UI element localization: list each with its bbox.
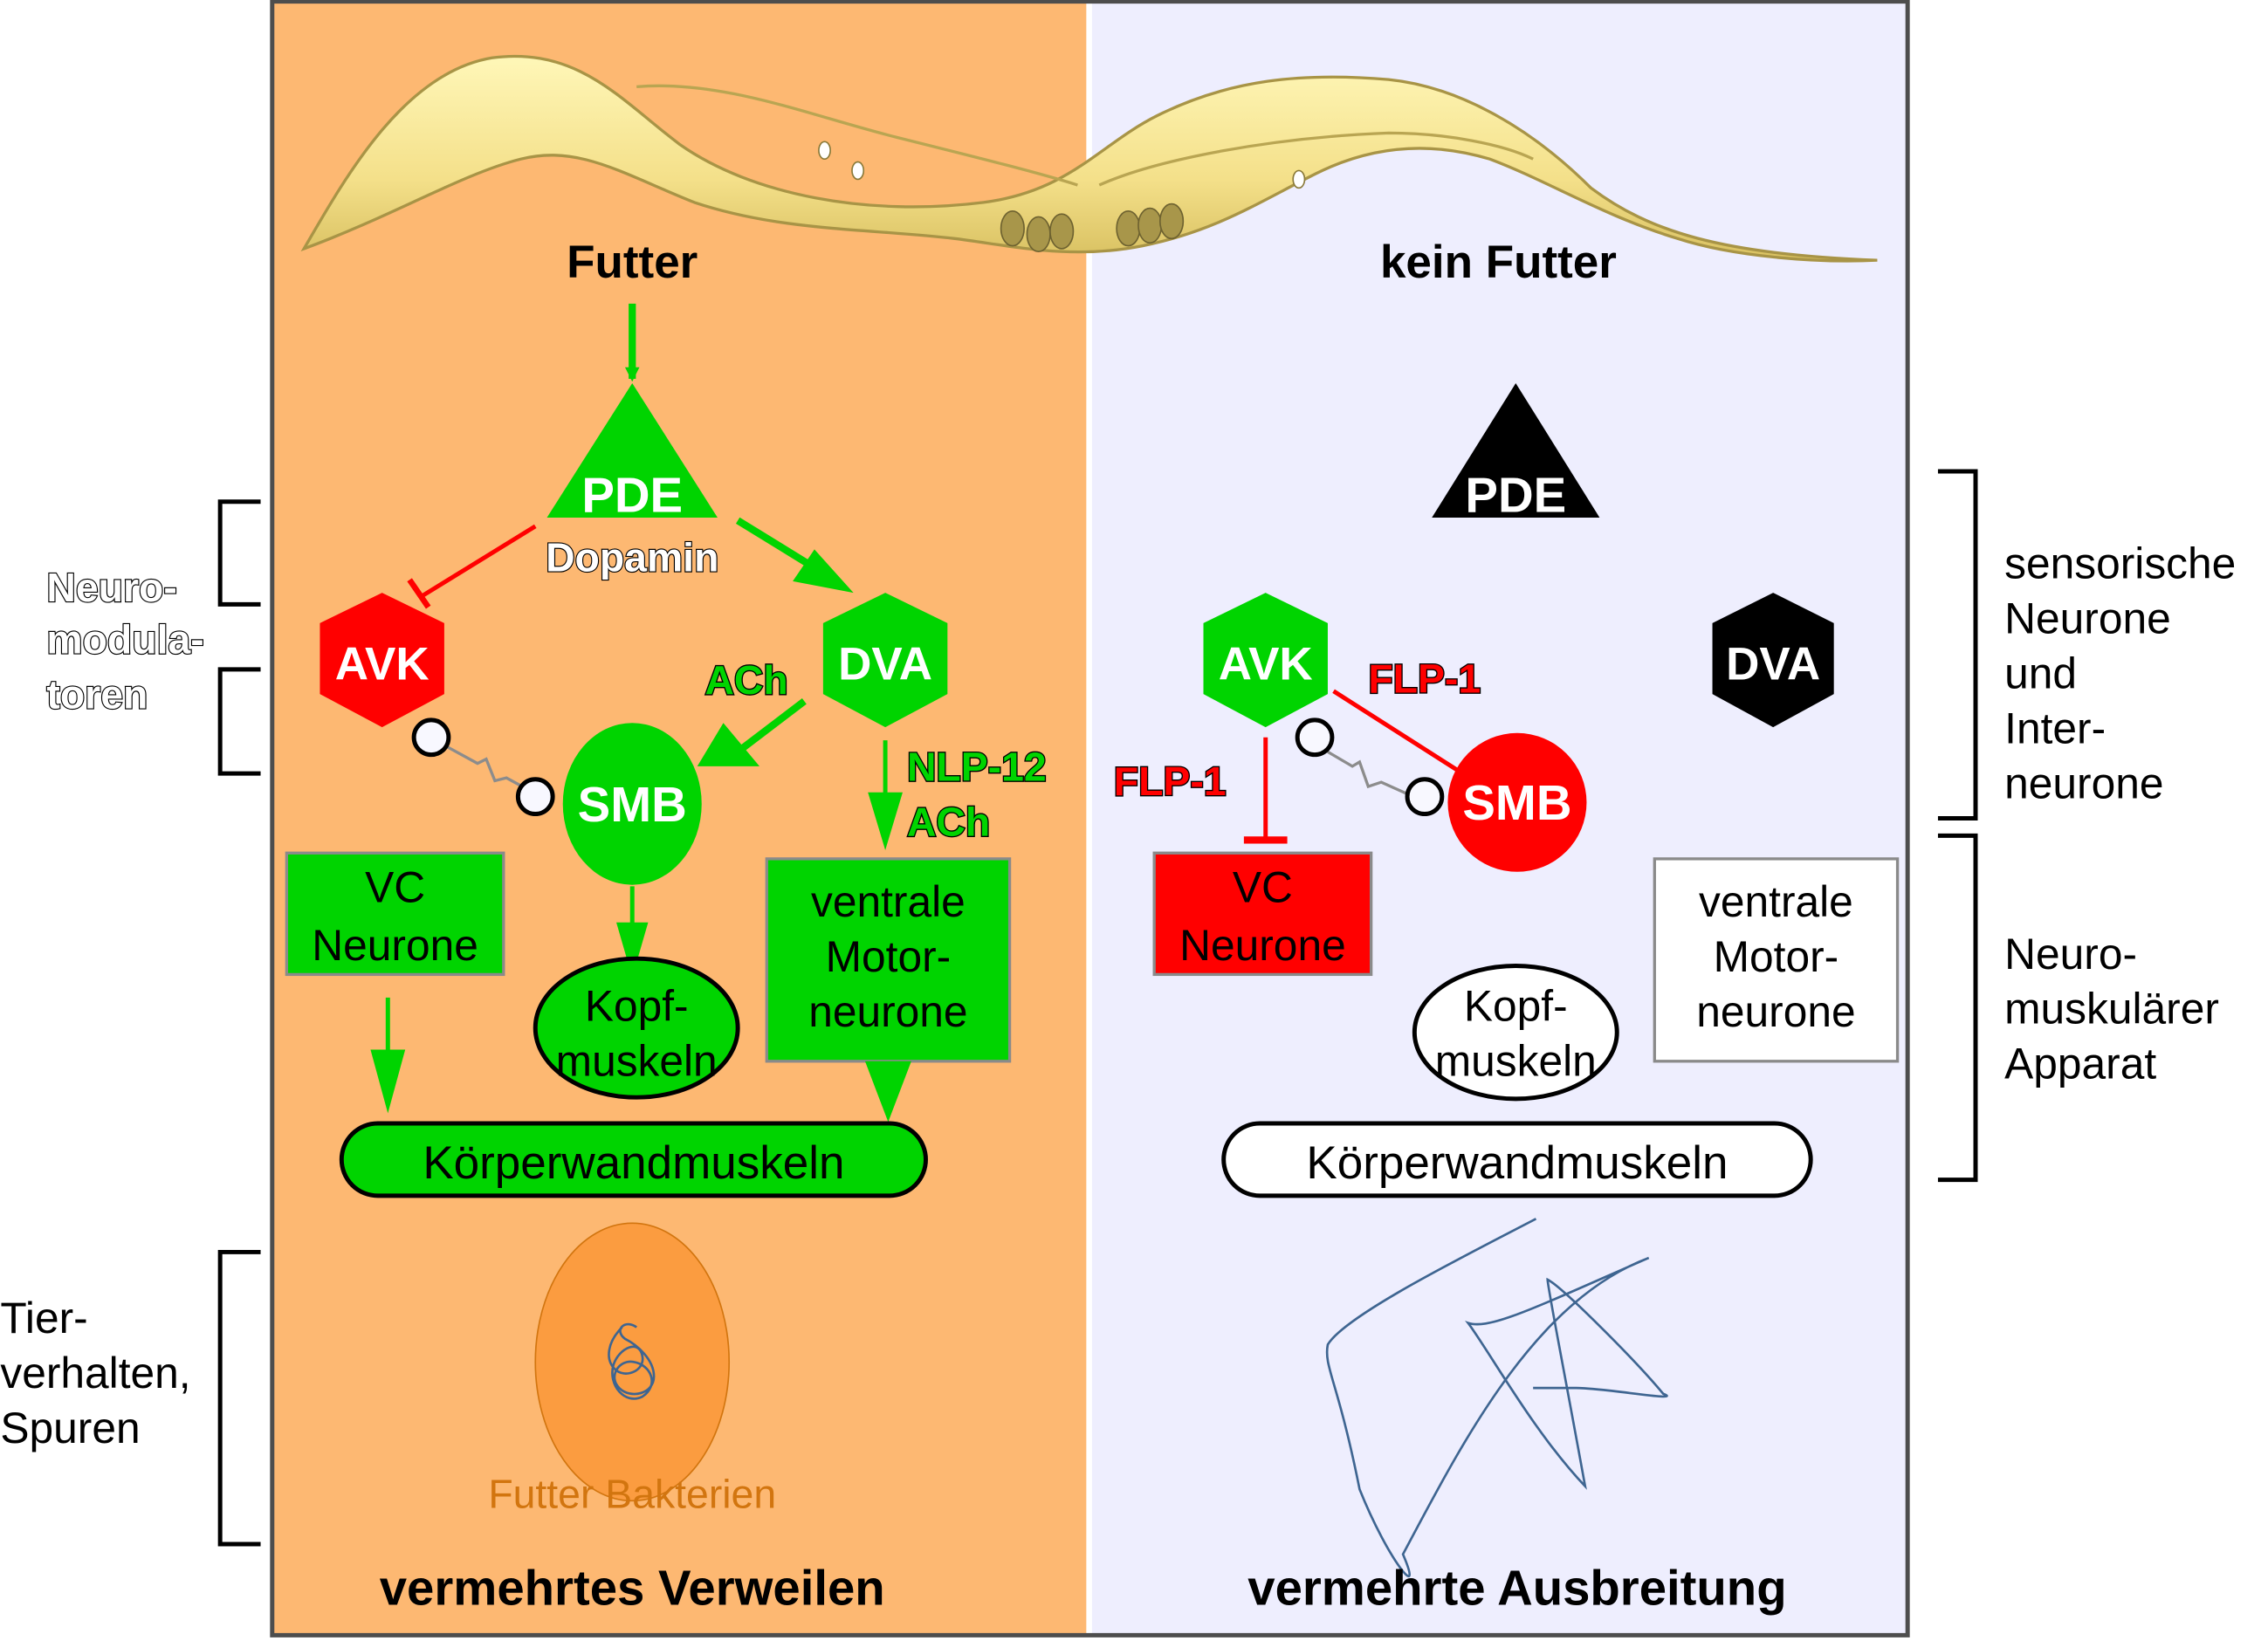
motor-line1: ventrale xyxy=(1699,877,1853,926)
ach-motor-label: ACh xyxy=(907,799,990,844)
label-line: modula- xyxy=(46,617,203,663)
bracket-behavior xyxy=(217,1249,261,1547)
vc-neurons-box xyxy=(285,851,505,977)
arrowhead xyxy=(370,1049,406,1114)
vc-label-line2: Neurone xyxy=(1179,921,1346,970)
motor-line2: Motor- xyxy=(1714,932,1839,981)
avk-label: AVK xyxy=(1219,639,1313,690)
label-line: toren xyxy=(46,672,148,718)
inhibition-avk-smb xyxy=(1332,689,1471,780)
food-circuit: PDE Dopamin AVK DVA ACh SMB NLP-12 ACh xyxy=(285,303,1048,1616)
avk-neuron-inhibited xyxy=(320,593,444,728)
vc-label-line1: VC xyxy=(1233,863,1293,912)
no-food-title: kein Futter xyxy=(1380,237,1617,288)
flp1-vc-label: FLP-1 xyxy=(1114,759,1227,804)
label-behavior: Tier- verhalten, Spuren xyxy=(0,1294,190,1452)
gap-junction-terminal xyxy=(515,777,555,817)
pde-label: PDE xyxy=(581,467,683,522)
gap-junction-avk-smb xyxy=(444,745,540,797)
pde-neuron-inactive xyxy=(1432,382,1600,518)
head-muscles-active xyxy=(533,956,740,1100)
body-wall-muscles-label: Körperwandmuskeln xyxy=(423,1137,844,1189)
body-wall-muscles-inactive xyxy=(1221,1121,1813,1198)
bracket-neuromuscular xyxy=(1937,833,1978,1183)
gap-junction-terminal xyxy=(1295,718,1335,758)
bracket-sensory xyxy=(1937,469,1978,820)
motor-neurons-box xyxy=(765,857,1012,1063)
head-muscles-line1: Kopf- xyxy=(585,981,689,1030)
label-line: verhalten, xyxy=(0,1349,190,1397)
motor-line1: ventrale xyxy=(811,877,966,926)
smb-neuron-inhibited xyxy=(1447,732,1587,872)
avk-label: AVK xyxy=(335,639,430,690)
arrowhead xyxy=(793,549,854,594)
worm-illustration xyxy=(300,54,1878,263)
dva-label: DVA xyxy=(838,639,932,690)
gap-junction-avk-smb xyxy=(1327,750,1412,797)
label-line: Spuren xyxy=(0,1404,140,1452)
label-line: neurone xyxy=(2004,759,2163,807)
gap-junction-terminal xyxy=(1405,777,1445,817)
motor-line2: Motor- xyxy=(826,932,952,981)
label-line: Apparat xyxy=(2004,1040,2156,1088)
pde-label: PDE xyxy=(1465,467,1566,522)
smb-label: SMB xyxy=(578,777,687,832)
label-line: Tier- xyxy=(0,1294,87,1342)
bracket-neuromodulators-bottom xyxy=(217,667,261,776)
head-muscles-line2: muskeln xyxy=(556,1036,718,1085)
no-food-circuit: PDE AVK DVA FLP-1 FLP-1 SMB VC Neurone K… xyxy=(1112,382,1900,1616)
dva-neuron-inactive xyxy=(1712,593,1834,728)
vc-label-line1: VC xyxy=(365,863,425,912)
label-line: Inter- xyxy=(2004,704,2106,752)
head-muscles-line1: Kopf- xyxy=(1464,981,1568,1030)
dopamine-label: Dopamin xyxy=(546,534,718,580)
dva-neuron-active xyxy=(822,593,948,728)
bacteria-label: Futter Bakterien xyxy=(488,1472,776,1517)
smb-label: SMB xyxy=(1462,775,1571,830)
motor-line3: neurone xyxy=(808,987,967,1036)
label-line: sensorische xyxy=(2004,539,2236,588)
label-sensory: sensorische Neurone und Inter- neurone xyxy=(2004,539,2236,808)
inhibition-bar xyxy=(407,578,431,609)
label-line: Neuro- xyxy=(46,565,176,610)
arrowhead xyxy=(868,792,903,850)
head-muscles-line2: muskeln xyxy=(1435,1036,1597,1085)
dva-label: DVA xyxy=(1726,639,1820,690)
dwelling-track xyxy=(608,1322,656,1400)
vc-label-line2: Neurone xyxy=(312,921,478,970)
avk-neuron-active xyxy=(1203,593,1328,728)
food-title: Futter xyxy=(567,237,698,288)
motor-line3: neurone xyxy=(1696,987,1855,1036)
ach-label: ACh xyxy=(704,657,787,703)
label-neuromodulators: Neuro- modula- toren xyxy=(45,564,205,718)
nlp12-label: NLP-12 xyxy=(907,744,1047,789)
food-outcome: vermehrtes Verweilen xyxy=(380,1561,885,1616)
vc-neurons-box-inhibited xyxy=(1152,851,1373,977)
inhibition-pde-avk xyxy=(421,524,537,598)
arrowhead xyxy=(616,922,649,978)
label-line: und xyxy=(2004,649,2077,697)
bracket-neuromodulators-top xyxy=(217,499,261,607)
label-neuromuscular: Neuro- muskulärer Apparat xyxy=(2004,930,2219,1088)
body-wall-muscles-active xyxy=(339,1121,928,1198)
label-line: muskulärer xyxy=(2004,985,2219,1033)
label-line: Neuro- xyxy=(2004,930,2137,978)
smb-neuron-active xyxy=(562,723,702,885)
pde-neuron-active xyxy=(546,382,718,518)
flp1-smb-label: FLP-1 xyxy=(1368,656,1481,701)
label-line: Neurone xyxy=(2004,594,2171,642)
no-food-outcome: vermehrte Ausbreitung xyxy=(1247,1561,1786,1616)
arrowhead xyxy=(864,1061,911,1123)
gap-junction-terminal xyxy=(411,718,451,758)
arrowhead xyxy=(697,723,759,766)
motor-neurons-box-inactive xyxy=(1653,857,1900,1063)
body-wall-muscles-label: Körperwandmuskeln xyxy=(1306,1137,1728,1189)
roaming-track xyxy=(1325,1218,1668,1577)
diagram-frame xyxy=(270,0,1910,1638)
head-muscles-inactive xyxy=(1412,963,1619,1102)
arrow-dva-smb xyxy=(735,698,807,755)
